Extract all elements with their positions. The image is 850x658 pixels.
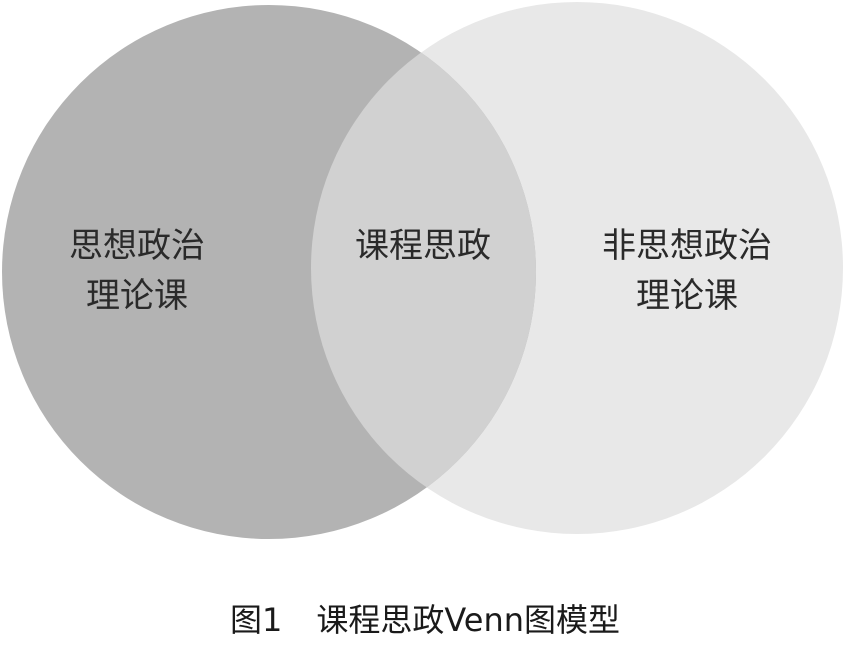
left-set-label-line2: 理论课 [86, 276, 188, 316]
right-set-label-line1: 非思想政治 [602, 226, 772, 266]
right-set-label-line2: 理论课 [636, 276, 738, 316]
intersection-label-text: 课程思政 [355, 226, 491, 266]
venn-diagram [2, 2, 843, 539]
intersection-label: 课程思政 [318, 221, 528, 271]
intersection-region [311, 5, 536, 534]
figure-caption: 图1 课程思政Venn图模型 [0, 598, 850, 642]
left-set-label-line1: 思想政治 [69, 226, 205, 266]
right-set-label: 非思想政治 理论课 [582, 221, 792, 321]
figure-number: 图1 [229, 601, 283, 639]
left-set-label: 思想政治 理论课 [32, 221, 242, 321]
figure-title: 课程思政Venn图模型 [316, 601, 621, 639]
